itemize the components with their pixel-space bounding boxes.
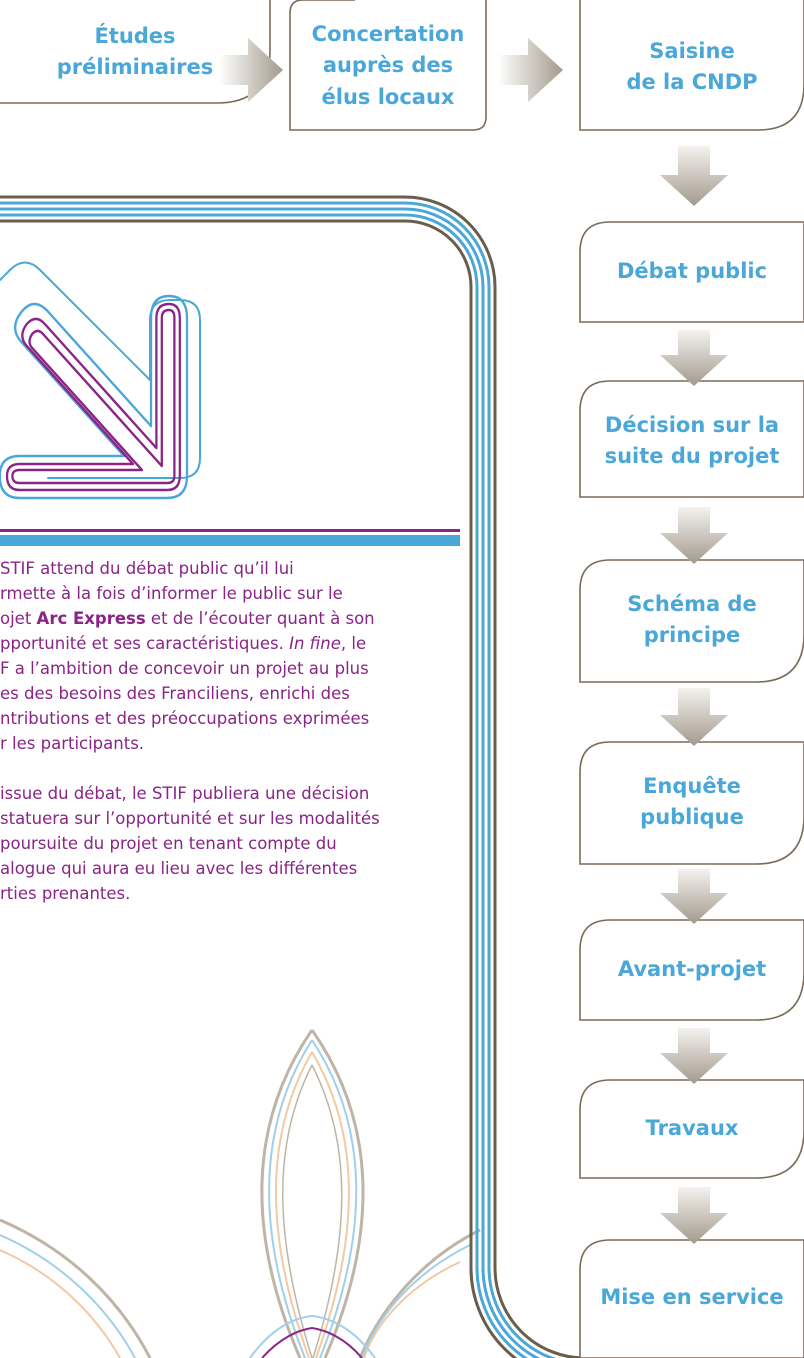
step-debat-public: Débat public xyxy=(580,222,804,322)
step-label-line: Travaux xyxy=(645,1116,739,1141)
step-label-line: Avant-projet xyxy=(617,957,767,982)
step-label-line: Études xyxy=(94,23,176,48)
step-etudes-preliminaires: Études préliminaires xyxy=(0,12,270,92)
arrow-outline-icon xyxy=(30,258,385,483)
text-line: issue du débat, le STIF publiera une déc… xyxy=(0,784,370,803)
big-arrow-logo-icon xyxy=(196,257,410,494)
text-line: es des besoins des Franciliens, enrichi … xyxy=(0,684,350,703)
text-span: ojet xyxy=(0,609,37,628)
arrow-logo-icon xyxy=(0,261,201,479)
text-span: , le xyxy=(340,634,367,653)
text-line: rmette à la fois d’informer le public su… xyxy=(0,584,343,603)
step-travaux: Travaux xyxy=(580,1080,804,1178)
step-label-line: préliminaires xyxy=(56,55,214,79)
step-label-line: élus locaux xyxy=(321,84,455,109)
diagonal-arrow-icon xyxy=(0,294,189,500)
step-label-line: Schéma de xyxy=(627,591,757,616)
text-line: F a l’ambition de concevoir un projet au… xyxy=(0,659,369,678)
flow-arrows xyxy=(219,38,728,1244)
text-line: statuera sur l’opportunité et sur les mo… xyxy=(0,809,380,828)
step-label-line: Saisine xyxy=(649,38,735,63)
purple-rule xyxy=(0,529,460,532)
text-line: rties prenantes. xyxy=(0,884,131,903)
step-label-line: principe xyxy=(643,623,741,647)
step-enquete-publique: Enquête publique xyxy=(580,752,804,852)
body-text: STIF attend du débat public qu’il lui rm… xyxy=(0,556,470,906)
text-line: r les participants. xyxy=(0,734,145,753)
text-line: poursuite du projet en tenant compte du xyxy=(0,834,337,853)
step-label-line: de la CNDP xyxy=(626,70,758,94)
step-label-line: Débat public xyxy=(616,259,768,284)
text-line: ntributions et des préoccupations exprim… xyxy=(0,709,370,728)
step-label-line: Mise en service xyxy=(600,1285,784,1310)
text-line: pportunité et ses caractéristiques. In f… xyxy=(0,631,470,656)
step-saisine-cndp: Saisine de la CNDP xyxy=(580,22,804,112)
step-label-line: Enquête xyxy=(643,773,741,798)
italic-phrase: In fine xyxy=(289,634,341,653)
text-line: ojet Arc Express et de l’écouter quant à… xyxy=(0,606,470,631)
blue-rule xyxy=(0,535,460,546)
step-decision: Décision sur la suite du projet xyxy=(580,391,804,491)
flower-decoration xyxy=(0,1029,481,1358)
step-schema-principe: Schéma de principe xyxy=(580,570,804,670)
text-line: alogue qui aura eu lieu avec les différe… xyxy=(0,859,358,878)
text-line: STIF attend du débat public qu’il lui xyxy=(0,559,294,578)
step-label-line: Concertation xyxy=(311,21,465,46)
text-panel-frame xyxy=(0,195,586,1358)
arrow-drawn xyxy=(28,258,313,480)
text-span: pportunité et ses caractéristiques. xyxy=(0,634,290,653)
step-label-line: auprès des xyxy=(322,53,454,78)
text-span: et de l’écouter quant à son xyxy=(145,609,375,628)
step-label-line: suite du projet xyxy=(604,444,780,468)
step-avant-projet: Avant-projet xyxy=(580,920,804,1020)
step-label-line: Décision sur la xyxy=(604,412,780,437)
step-concertation: Concertation auprès des élus locaux xyxy=(290,10,486,122)
step-label-line: publique xyxy=(640,805,744,829)
step-mise-en-service: Mise en service xyxy=(580,1258,804,1338)
project-name: Arc Express xyxy=(36,609,146,628)
